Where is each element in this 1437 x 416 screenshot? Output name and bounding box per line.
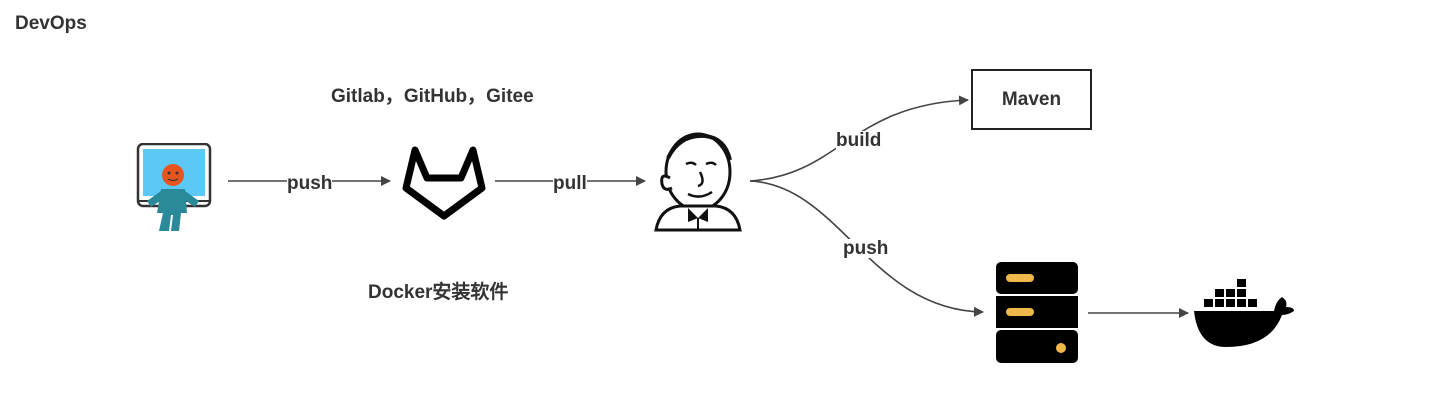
maven-node: Maven [971,69,1092,130]
edge-label-build: build [836,130,882,151]
jenkins-icon [654,132,742,232]
docker-note: Docker安装软件 [368,282,509,303]
gitlab-icon [402,146,486,220]
edge-label-push-server: push [843,238,889,259]
server-icon [996,262,1078,363]
edge-label-pull: pull [553,173,587,194]
docker-icon [1194,279,1294,347]
developer-icon [136,143,212,231]
edge-label-push: push [287,173,333,194]
repos-label: Gitlab，GitHub，Gitee [331,86,534,107]
maven-label: Maven [1001,88,1062,110]
page-title: DevOps [15,13,87,34]
